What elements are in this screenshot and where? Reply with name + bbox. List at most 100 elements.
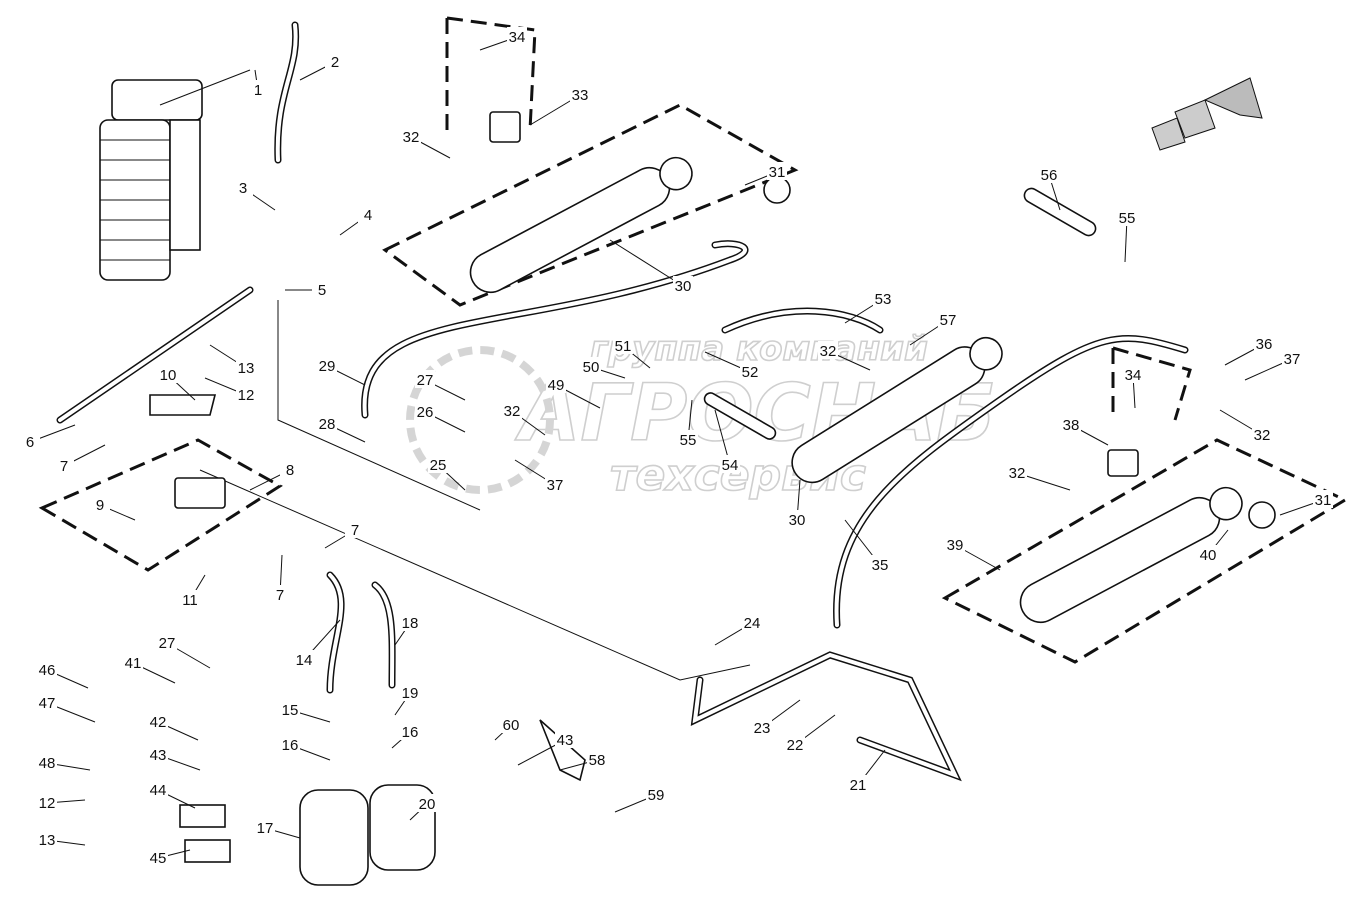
callout-33: 33 — [529, 85, 590, 126]
callout-23: 23 — [752, 699, 801, 737]
callout-60: 60 — [494, 715, 521, 741]
callout-number: 34 — [509, 29, 526, 46]
callout-number: 32 — [504, 403, 521, 420]
callout-number: 37 — [1284, 351, 1301, 368]
callout-8: 8 — [249, 460, 300, 491]
callout-32: 32 — [1007, 463, 1071, 491]
callout-38: 38 — [1061, 415, 1109, 446]
callout-number: 8 — [286, 462, 294, 479]
callout-1: 1 — [248, 69, 268, 99]
callout-13: 13 — [209, 344, 256, 377]
callout-50: 50 — [581, 357, 626, 379]
callout-12: 12 — [204, 377, 256, 404]
callout-number: 43 — [557, 732, 574, 749]
callout-29: 29 — [317, 356, 366, 386]
callout-number: 31 — [769, 164, 786, 181]
callout-number: 50 — [583, 359, 600, 376]
callout-40: 40 — [1198, 529, 1229, 564]
callout-number: 59 — [648, 787, 665, 804]
callout-number: 35 — [872, 557, 889, 574]
callout-number: 47 — [39, 695, 56, 712]
callout-number: 31 — [1315, 492, 1332, 509]
callout-26: 26 — [415, 402, 466, 433]
callout-number: 32 — [820, 343, 837, 360]
callout-number: 10 — [160, 367, 177, 384]
callout-number: 7 — [60, 458, 68, 475]
callout-number: 41 — [125, 655, 142, 672]
callout-18: 18 — [394, 613, 420, 646]
callout-number: 13 — [238, 360, 255, 377]
callout-13: 13 — [37, 830, 86, 849]
callout-number: 20 — [419, 796, 436, 813]
callout-number: 55 — [1119, 210, 1136, 227]
callout-number: 5 — [318, 282, 326, 299]
callout-number: 21 — [850, 777, 867, 794]
callout-58: 58 — [559, 750, 607, 771]
callout-20: 20 — [409, 794, 437, 821]
callout-34: 34 — [1123, 365, 1143, 409]
callout-37: 37 — [1244, 349, 1302, 381]
hoses — [56, 21, 1189, 782]
callout-36: 36 — [1224, 334, 1274, 366]
callout-22: 22 — [785, 714, 836, 754]
callout-number: 28 — [319, 416, 336, 433]
callout-number: 7 — [351, 522, 359, 539]
callout-49: 49 — [546, 375, 601, 409]
callout-28: 28 — [317, 414, 366, 443]
hydraulic-cylinders — [469, 156, 1243, 624]
callout-number: 49 — [548, 377, 565, 394]
callout-number: 42 — [150, 714, 167, 731]
callout-number: 19 — [402, 685, 419, 702]
callout-3: 3 — [233, 178, 276, 211]
callout-number: 9 — [96, 497, 104, 514]
callout-number: 16 — [282, 737, 299, 754]
callout-46: 46 — [37, 660, 89, 689]
callout-number: 3 — [239, 180, 247, 197]
callout-number: 32 — [403, 129, 420, 146]
callout-7: 7 — [54, 444, 106, 475]
callout-number: 57 — [940, 312, 957, 329]
callout-51: 51 — [613, 336, 651, 369]
callout-55: 55 — [678, 399, 698, 449]
callout-number: 17 — [257, 820, 274, 837]
callout-number: 32 — [1254, 427, 1271, 444]
callout-11: 11 — [180, 574, 206, 609]
callout-number: 55 — [680, 432, 697, 449]
callout-32: 32 — [1219, 409, 1272, 444]
callout-16: 16 — [391, 722, 420, 749]
callout-52: 52 — [704, 351, 760, 381]
callout-number: 2 — [331, 54, 339, 71]
callout-57: 57 — [909, 310, 958, 346]
callout-number: 6 — [26, 434, 34, 451]
callout-number: 29 — [319, 358, 336, 375]
callout-number: 26 — [417, 404, 434, 421]
callout-54: 54 — [714, 409, 740, 474]
callout-number: 25 — [430, 457, 447, 474]
callout-48: 48 — [37, 753, 91, 772]
callout-number: 16 — [402, 724, 419, 741]
callout-12: 12 — [37, 793, 86, 812]
callout-number: 39 — [947, 537, 964, 554]
callout-number: 33 — [572, 87, 589, 104]
callout-number: 27 — [159, 635, 176, 652]
callout-number: 22 — [787, 737, 804, 754]
callout-43: 43 — [148, 745, 201, 771]
callout-32: 32 — [401, 127, 451, 159]
callout-24: 24 — [714, 613, 762, 646]
callout-7: 7 — [324, 520, 365, 549]
callout-4: 4 — [339, 205, 378, 236]
callout-number: 46 — [39, 662, 56, 679]
callout-number: 44 — [150, 782, 167, 799]
callout-45: 45 — [148, 848, 191, 867]
callout-number: 58 — [589, 752, 606, 769]
callout-number: 27 — [417, 372, 434, 389]
control-valve-bank — [99, 79, 203, 281]
callout-21: 21 — [848, 749, 886, 794]
callout-55: 55 — [1117, 208, 1137, 263]
callout-37: 37 — [514, 459, 565, 494]
callout-32: 32 — [818, 341, 871, 371]
callout-30: 30 — [609, 239, 693, 295]
callout-39: 39 — [945, 535, 1001, 571]
